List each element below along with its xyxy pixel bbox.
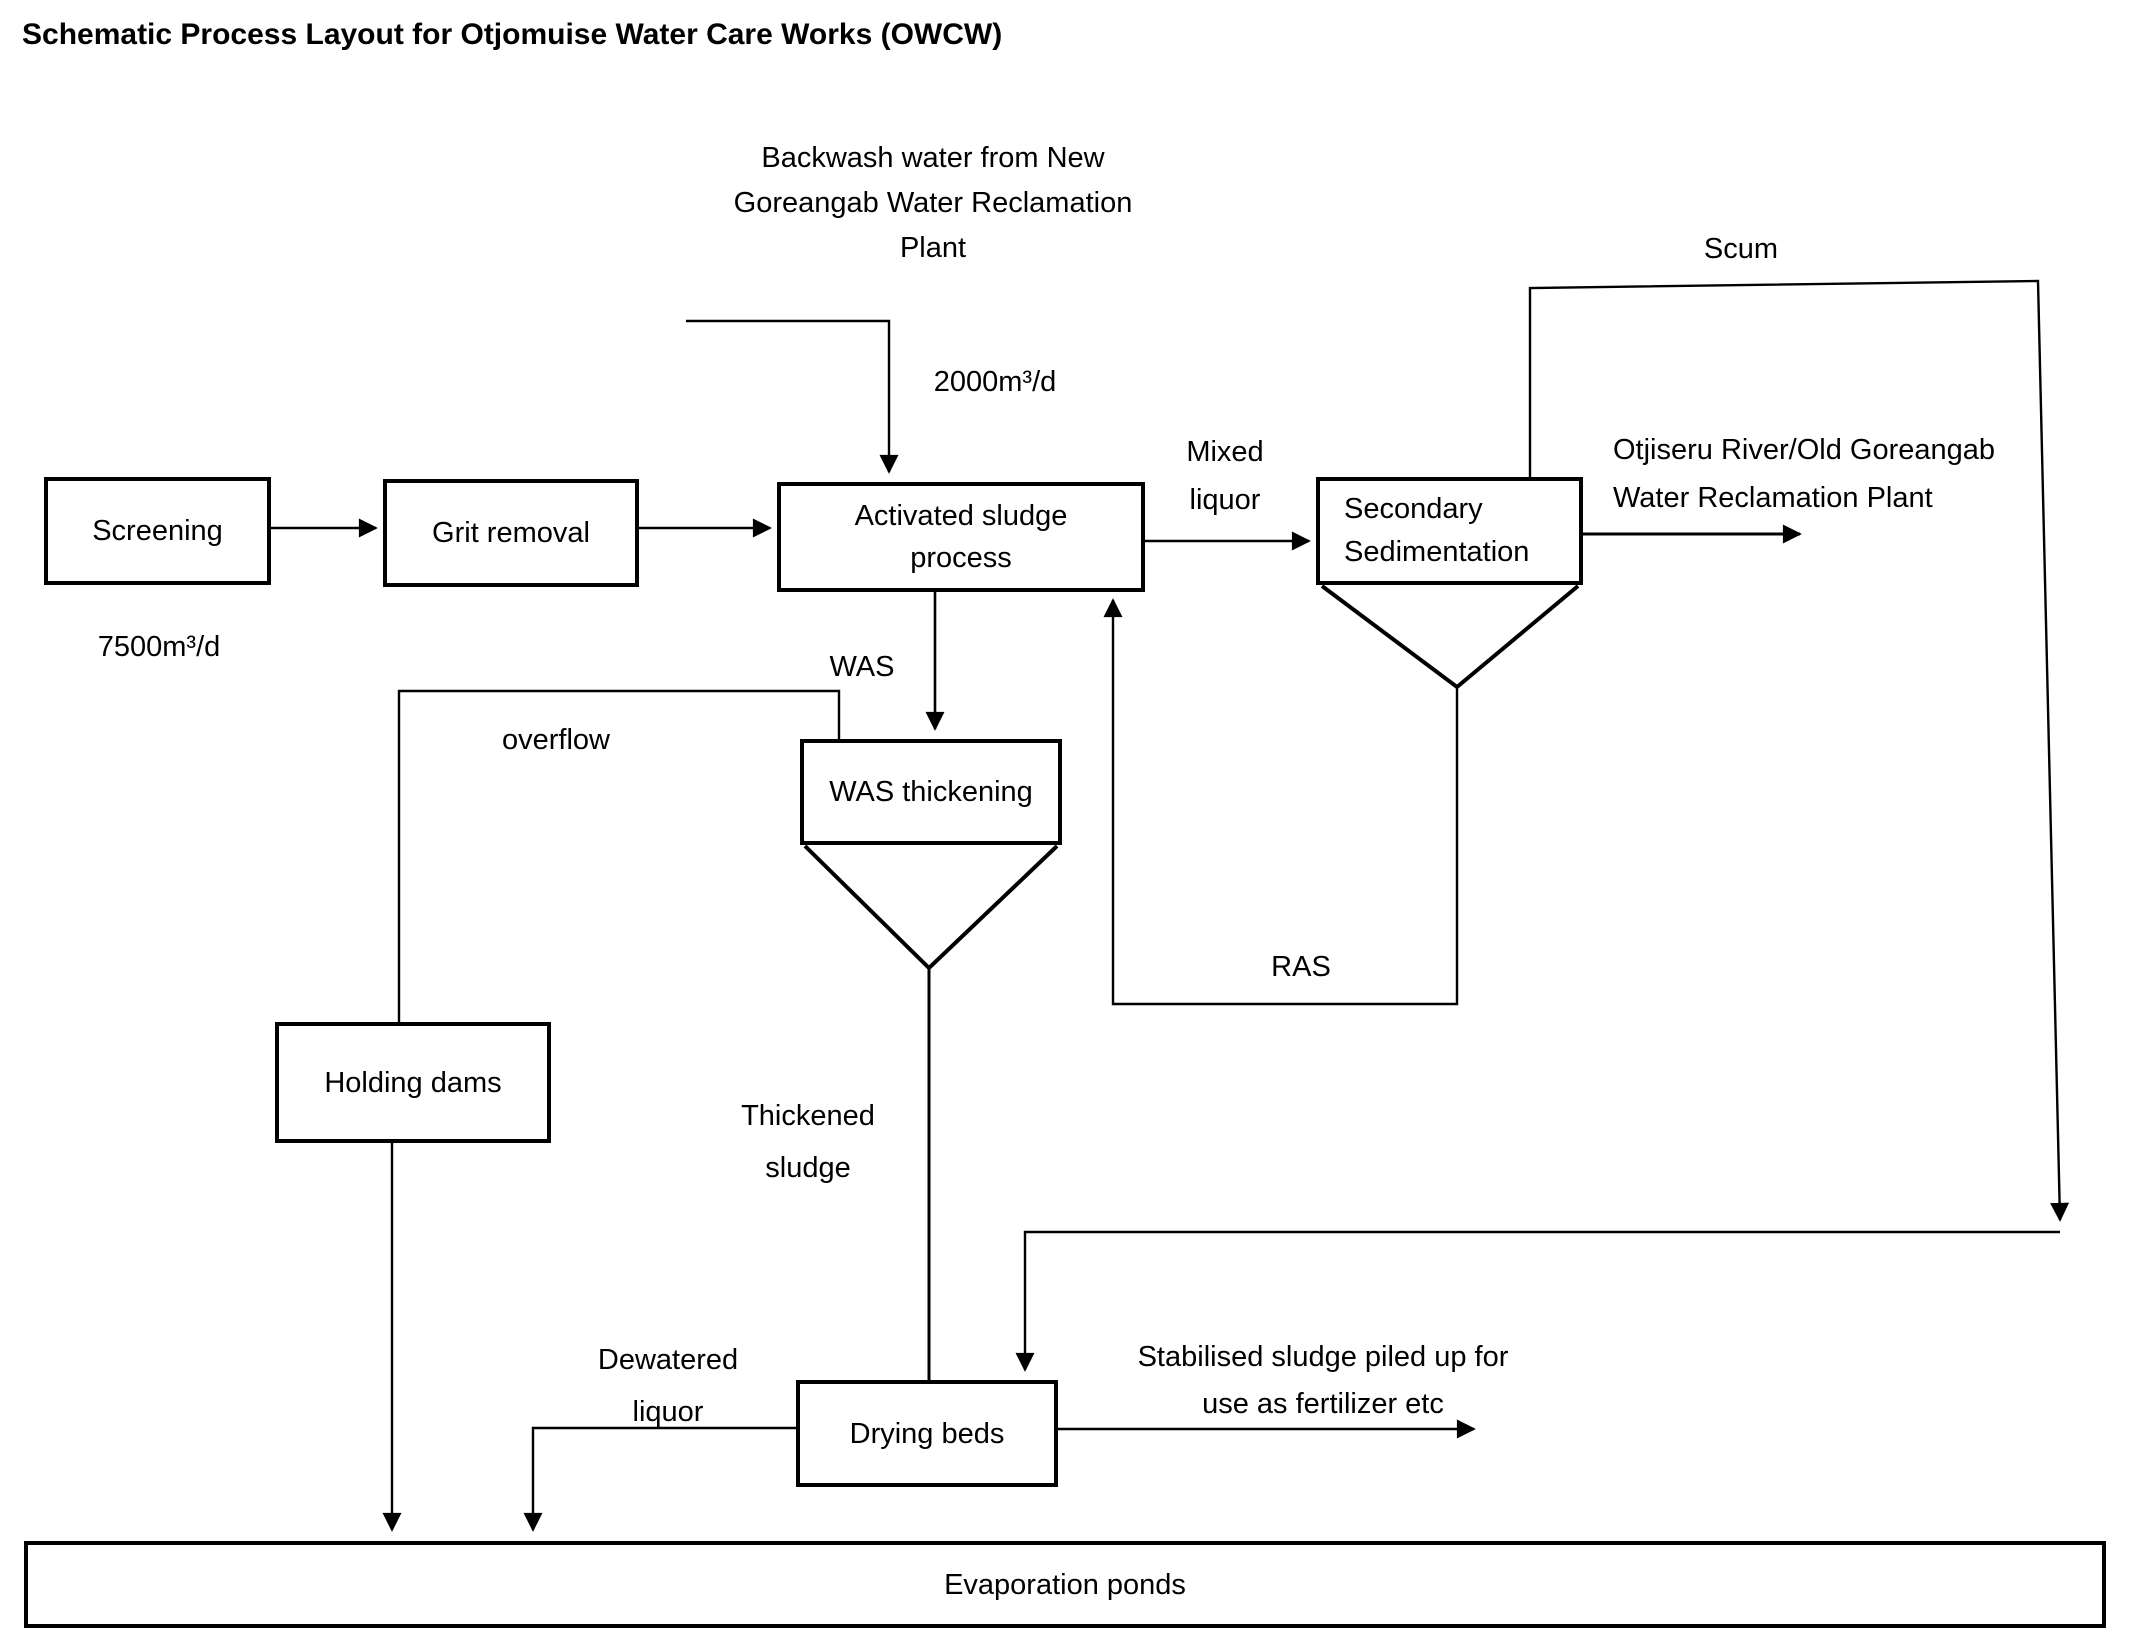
label-was: WAS — [829, 651, 895, 683]
label-stabilised-sludge: Stabilised sludge piled up for use as fe… — [1137, 1341, 1509, 1420]
flow-scum-to-drying-beds — [1015, 1230, 2060, 1372]
node-drying-beds: Drying beds — [796, 1380, 1058, 1487]
label-dewatered-liquor: Dewatered liquor — [597, 1344, 739, 1428]
label-mixed-liquor: Mixed liquor — [1186, 436, 1264, 516]
node-was-thickening: WAS thickening — [800, 739, 1062, 845]
secondary-sedimentation-funnel — [1320, 584, 1580, 690]
flow-overflow — [397, 689, 841, 1022]
flow-backwash-to-activated — [686, 319, 899, 474]
node-screening: Screening — [44, 477, 271, 585]
node-holding-dams: Holding dams — [275, 1022, 551, 1143]
label-thickened-sludge: Thickened sludge — [741, 1100, 875, 1184]
label-inflow-rate: 7500m³/d — [97, 631, 221, 663]
was-thickening-funnel — [803, 844, 1059, 971]
label-backwash-source: Backwash water from New Goreangab Water … — [733, 142, 1133, 264]
label-ras: RAS — [1271, 951, 1331, 983]
node-secondary-sedimentation: Secondary Sedimentation — [1316, 477, 1583, 585]
label-overflow: overflow — [502, 724, 610, 756]
flow-dewatered-liquor — [523, 1426, 796, 1532]
label-river-outfall: Otjiseru River/Old Goreangab Water Recla… — [1613, 434, 1995, 514]
node-grit-removal: Grit removal — [383, 479, 639, 587]
node-evaporation-ponds: Evaporation ponds — [24, 1541, 2106, 1628]
label-scum: Scum — [1703, 233, 1779, 265]
flow-scum — [1528, 279, 2070, 1222]
diagram-title: Schematic Process Layout for Otjomuise W… — [22, 18, 1003, 51]
label-backwash-flow-rate: 2000m³/d — [933, 366, 1057, 398]
flow-ras — [1103, 598, 1459, 1006]
node-activated-sludge: Activated sludge process — [777, 482, 1145, 592]
